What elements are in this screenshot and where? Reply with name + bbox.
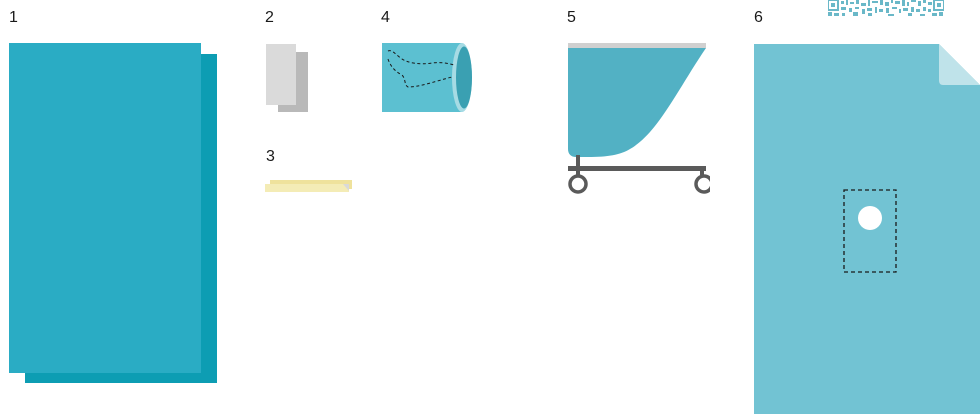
item-number-6: 6 (754, 9, 763, 26)
item-number-1: 1 (9, 9, 18, 26)
limb-cover-illustration (380, 41, 476, 114)
pad-front (266, 44, 296, 105)
item-number-4: 4 (381, 9, 390, 26)
item-number-3: 3 (266, 148, 275, 165)
adhesive-tape-illustration (263, 178, 355, 194)
fenestrated-drape-fold (939, 44, 980, 85)
table-leg-left-low (576, 169, 580, 175)
table-wheel-right (694, 174, 710, 194)
table-leg-right (700, 166, 704, 175)
table-cover-illustration (566, 41, 710, 195)
table-wheel-left (568, 174, 588, 194)
limb-outline-dashed (387, 50, 455, 88)
table-crossbar (568, 166, 706, 171)
table-leg-left (576, 155, 580, 169)
fenestration-hole (858, 206, 882, 230)
limb-cover-cuff (456, 46, 472, 109)
table-cover-drape (568, 48, 706, 157)
fenestrated-drape-illustration (753, 43, 980, 414)
table-top-rail (568, 43, 706, 48)
tape-front-strip (265, 184, 349, 192)
item-number-5: 5 (567, 9, 576, 26)
fenestration-outline-dashed (843, 189, 897, 273)
item-number-2: 2 (265, 9, 274, 26)
drape-sheet-front (9, 43, 201, 373)
tape-peel-corner (343, 184, 349, 191)
qr-code-icon (828, 0, 944, 16)
absorbent-pads-illustration (264, 43, 310, 114)
drape-sheet-illustration (8, 43, 220, 385)
